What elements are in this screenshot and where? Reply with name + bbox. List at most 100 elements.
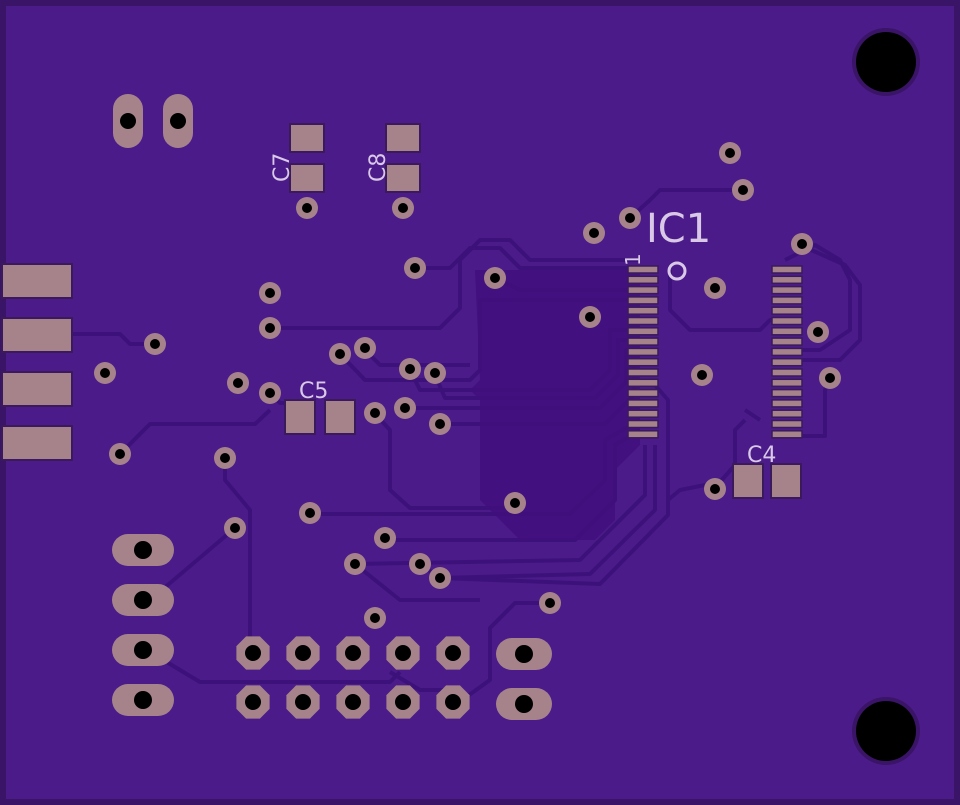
via bbox=[214, 447, 236, 469]
header-pin bbox=[336, 636, 370, 670]
header-pin bbox=[386, 636, 420, 670]
via bbox=[394, 397, 416, 419]
via bbox=[719, 142, 741, 164]
ic1-pad bbox=[627, 388, 659, 398]
ic1-pad bbox=[771, 378, 803, 388]
via bbox=[504, 492, 526, 514]
header-pin bbox=[236, 636, 270, 670]
header-pin bbox=[286, 685, 320, 719]
via bbox=[704, 277, 726, 299]
header-top-left bbox=[113, 94, 193, 148]
via bbox=[429, 413, 451, 435]
ic1-pad bbox=[771, 275, 803, 285]
via bbox=[364, 402, 386, 424]
ic1-pad bbox=[627, 337, 659, 346]
via bbox=[732, 179, 754, 201]
ic1-pad bbox=[627, 357, 659, 367]
via bbox=[354, 337, 376, 359]
ic1-pin1-marker bbox=[667, 261, 687, 281]
ic1-pad bbox=[771, 347, 803, 357]
ic1-pad bbox=[771, 399, 803, 408]
via bbox=[819, 367, 841, 389]
label-c5: C5 bbox=[299, 379, 328, 404]
ic1-pad bbox=[771, 285, 803, 295]
via bbox=[583, 222, 605, 244]
ic1-pads bbox=[627, 265, 803, 439]
header-pin bbox=[236, 685, 270, 719]
ic1-pad bbox=[627, 378, 659, 388]
ic1-pad bbox=[627, 265, 659, 274]
via bbox=[344, 553, 366, 575]
edge-connector bbox=[1, 263, 73, 461]
ic1-pad bbox=[627, 430, 659, 439]
via bbox=[259, 317, 281, 339]
header-2x5 bbox=[236, 636, 470, 719]
ic1-pad bbox=[771, 430, 803, 439]
via bbox=[539, 592, 561, 614]
capacitor-c7 bbox=[289, 123, 325, 193]
ic1-pad bbox=[627, 275, 659, 285]
ic1-pad bbox=[627, 296, 659, 305]
ic1-pad bbox=[627, 368, 659, 377]
via bbox=[404, 257, 426, 279]
via bbox=[259, 282, 281, 304]
via bbox=[392, 197, 414, 219]
ic1-pad bbox=[771, 409, 803, 418]
ic1-pad bbox=[627, 327, 659, 336]
via bbox=[791, 233, 813, 255]
label-ic1-pin1: 1 bbox=[621, 253, 645, 266]
via bbox=[691, 364, 713, 386]
ic1-pad bbox=[627, 399, 659, 408]
vias bbox=[94, 142, 841, 629]
ic1-pad bbox=[771, 388, 803, 398]
via bbox=[296, 197, 318, 219]
header-pin bbox=[286, 636, 320, 670]
via bbox=[94, 362, 116, 384]
header-left-column bbox=[112, 534, 174, 716]
ic1-pad bbox=[627, 347, 659, 357]
ic1-pad bbox=[771, 316, 803, 326]
header-pin bbox=[386, 685, 420, 719]
via bbox=[619, 207, 641, 229]
capacitor-c5 bbox=[284, 399, 356, 435]
via bbox=[484, 267, 506, 289]
via bbox=[399, 358, 421, 380]
via bbox=[704, 478, 726, 500]
via bbox=[259, 382, 281, 404]
via bbox=[424, 362, 446, 384]
via bbox=[109, 443, 131, 465]
label-c4: C4 bbox=[747, 443, 776, 468]
via bbox=[224, 517, 246, 539]
ground-pour-island bbox=[470, 270, 640, 540]
via bbox=[299, 502, 321, 524]
ic1-pad bbox=[771, 337, 803, 346]
ic1-pad bbox=[771, 419, 803, 429]
ic1-pad bbox=[771, 296, 803, 305]
header-pin bbox=[336, 685, 370, 719]
label-c7: C7 bbox=[270, 153, 295, 182]
label-ic1: IC1 bbox=[646, 206, 711, 252]
mounting-holes bbox=[852, 28, 920, 765]
via bbox=[364, 607, 386, 629]
ic1-pad bbox=[627, 419, 659, 429]
via bbox=[374, 527, 396, 549]
ic1-pad bbox=[771, 265, 803, 274]
header-pin bbox=[436, 685, 470, 719]
ic1-pad bbox=[771, 368, 803, 377]
via bbox=[429, 567, 451, 589]
ic1-pad bbox=[771, 327, 803, 336]
header-pin bbox=[436, 636, 470, 670]
ic1-pad bbox=[627, 285, 659, 295]
via bbox=[227, 372, 249, 394]
ic1-pad bbox=[771, 357, 803, 367]
capacitor-c8 bbox=[385, 123, 421, 193]
via bbox=[144, 333, 166, 355]
via bbox=[807, 321, 829, 343]
ic1-pad bbox=[771, 306, 803, 315]
via bbox=[329, 343, 351, 365]
via bbox=[409, 553, 431, 575]
ic1-pad bbox=[627, 306, 659, 315]
capacitor-c4 bbox=[732, 463, 802, 499]
label-c8: C8 bbox=[366, 153, 391, 182]
